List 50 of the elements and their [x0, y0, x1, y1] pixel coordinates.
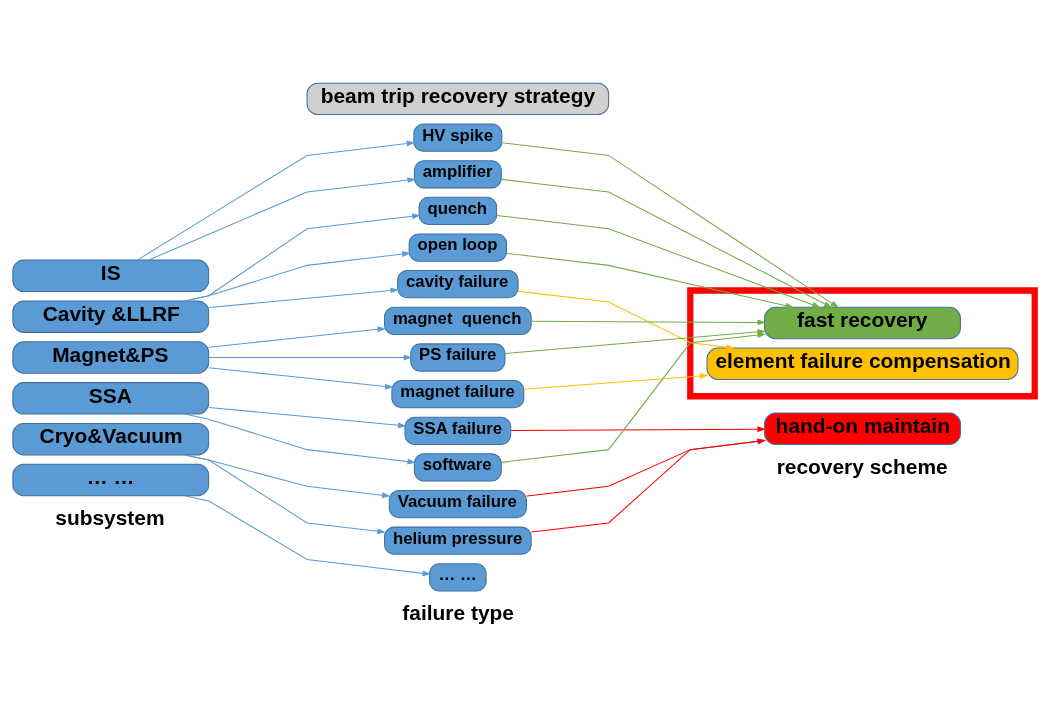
arrow: [184, 251, 411, 302]
node-box: … …: [429, 563, 487, 592]
node-box: Magnet&PS: [12, 341, 210, 374]
node-box: hand-on maintain: [764, 412, 961, 445]
node-box: element failure compensation: [706, 347, 1019, 380]
node-box: HV spike: [413, 123, 503, 152]
arrow: [496, 214, 821, 308]
node-box: open loop: [408, 233, 508, 262]
arrow: [517, 290, 735, 351]
node-box: helium pressure: [384, 526, 532, 555]
label: failure type: [402, 601, 514, 625]
arrow: [208, 406, 407, 429]
node-box: beam trip recovery strategy: [306, 82, 610, 116]
node-box: cavity failure: [397, 270, 519, 299]
arrow: [526, 438, 766, 497]
node-box: magnet failure: [391, 380, 525, 409]
arrow: [504, 328, 766, 355]
arrow: [208, 287, 399, 309]
arrow: [136, 140, 416, 261]
arrow: [531, 438, 766, 533]
node-box: software: [413, 453, 502, 482]
arrow: [500, 332, 766, 463]
arrow: [510, 426, 766, 433]
node-box: amplifier: [413, 160, 502, 189]
arrow: [208, 326, 386, 348]
label: recovery scheme: [776, 454, 948, 478]
node-box: SSA failure: [404, 416, 512, 445]
node-box: quench: [418, 196, 498, 226]
cluster: [687, 287, 1038, 400]
arrow: [208, 354, 413, 361]
arrow: [184, 454, 386, 535]
node-box: … …: [12, 463, 210, 497]
node-box: IS: [12, 259, 210, 293]
arrow: [501, 142, 839, 309]
node-box: fast recovery: [764, 306, 961, 340]
node-box: Vacuum failure: [388, 489, 527, 519]
arrow: [500, 178, 833, 308]
arrow: [148, 177, 416, 261]
node-box: Cryo&Vacuum: [12, 422, 210, 456]
arrow: [506, 252, 794, 309]
node-box: PS failure: [410, 343, 506, 372]
label: subsystem: [55, 506, 165, 530]
arrow: [184, 213, 421, 302]
node-box: Cavity &LLRF: [12, 300, 210, 333]
arrow: [184, 495, 431, 577]
arrow: [208, 367, 394, 390]
arrow: [523, 373, 709, 390]
arrow: [530, 319, 766, 326]
node-box: magnet quench: [384, 306, 532, 335]
node-box: SSA: [12, 382, 210, 415]
